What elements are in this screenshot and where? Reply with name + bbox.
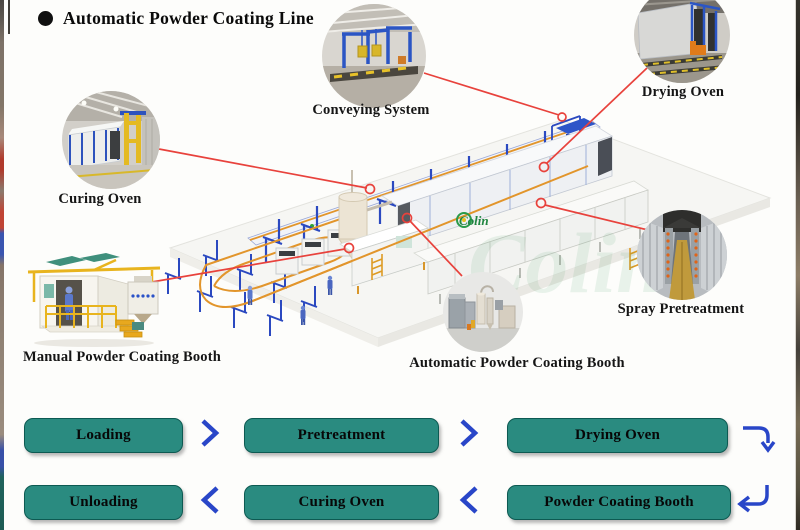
manual-powder-coating-booth-label: Manual Powder Coating Booth <box>22 349 222 365</box>
right-edge-sliver <box>795 0 800 530</box>
flow-step-pretreatment: Pretreatment <box>244 418 439 453</box>
bullet-icon <box>38 11 53 26</box>
curing-oven-label: Curing Oven <box>58 191 142 207</box>
drying-oven-label: Drying Oven <box>641 84 725 100</box>
chevron-left-icon <box>459 486 478 514</box>
drying-oven-photo <box>634 0 730 83</box>
left-edge-sliver <box>0 0 4 530</box>
flow-step-powder-coating-booth: Powder Coating Booth <box>507 485 731 520</box>
top-left-mark <box>8 0 10 34</box>
curing-oven-photo <box>62 91 160 189</box>
chevron-right-icon <box>460 419 479 447</box>
page-title-text: Automatic Powder Coating Line <box>63 8 314 28</box>
callout-connector-lines <box>139 67 649 285</box>
page-title: Automatic Powder Coating Line <box>38 8 314 29</box>
conveyor-front-line <box>249 165 589 303</box>
arrow-return-left-icon <box>737 485 769 513</box>
flow-step-curing-oven: Curing Oven <box>244 485 439 520</box>
chevron-right-icon <box>201 419 220 447</box>
automatic-powder-coating-booth-label: Automatic Powder Coating Booth <box>409 355 625 371</box>
conveying-system-photo <box>322 4 426 108</box>
automatic-powder-coating-booth-photo <box>443 272 523 352</box>
arrow-turn-down-icon <box>743 426 776 453</box>
flow-step-drying-oven: Drying Oven <box>507 418 728 453</box>
chevron-left-icon <box>200 486 219 514</box>
brand-logo: Colin <box>456 212 489 228</box>
manual-powder-coating-booth-photo <box>20 246 168 350</box>
conveying-system-label: Conveying System <box>312 102 430 118</box>
spray-pretreatment-photo <box>637 210 727 300</box>
spray-pretreatment-label: Spray Pretreatment <box>617 301 745 317</box>
svg-text:Colin: Colin <box>459 213 489 228</box>
flow-step-unloading: Unloading <box>24 485 183 520</box>
flow-step-loading: Loading <box>24 418 183 453</box>
